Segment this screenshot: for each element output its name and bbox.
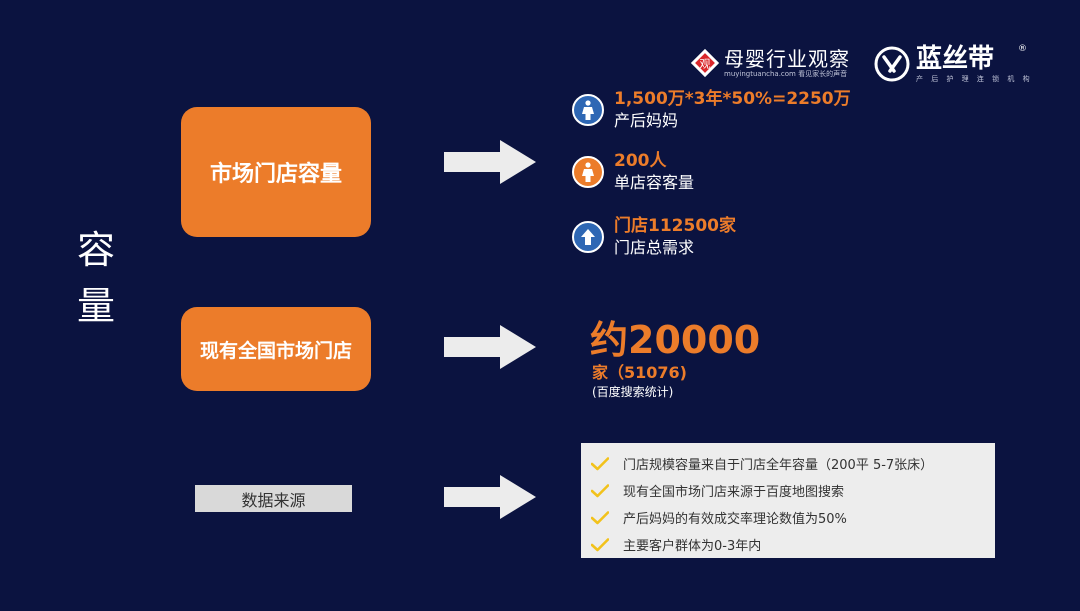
logo-lansidai-title: 蓝丝带 xyxy=(916,44,995,74)
woman-icon xyxy=(572,94,604,126)
logo-muying: 观 母婴行业观察 muyingtuancha.com 看见家长的声音 xyxy=(690,48,850,78)
stat-label: 门店总需求 xyxy=(614,238,695,257)
side-title: 容 量 xyxy=(68,222,124,334)
stat-value: 1,500万*3年*50%=2250万 xyxy=(614,89,851,109)
woman-icon xyxy=(572,156,604,188)
logo-muying-subtitle: muyingtuancha.com 看见家长的声音 xyxy=(724,70,848,78)
logo-lansidai: 蓝丝带 产 后 护 理 连 锁 机 构 ® xyxy=(874,44,1033,84)
data-source-notes-panel: 门店规模容量来自于门店全年容量（200平 5-7张床） 现有全国市场门店来源于百… xyxy=(581,443,995,558)
list-item: 现有全国市场门店来源于百度地图搜索 xyxy=(591,477,985,504)
existing-stores-box: 现有全国市场门店 xyxy=(181,307,371,391)
checkmark-icon xyxy=(591,510,609,524)
up-arrow-icon xyxy=(572,221,604,253)
right-arrow-icon xyxy=(444,475,536,519)
side-title-char-1: 容 xyxy=(76,228,115,272)
stat-store-capacity: 200人 单店容客量 xyxy=(572,150,694,194)
stat-label: 单店容客量 xyxy=(614,173,695,192)
logo-lansidai-subtitle: 产 后 护 理 连 锁 机 构 xyxy=(916,75,1033,83)
logo-muying-mark-icon: 观 xyxy=(690,48,720,78)
market-capacity-box: 市场门店容量 xyxy=(181,107,371,237)
registered-mark: ® xyxy=(1018,44,1027,54)
data-source-box: 数据来源 xyxy=(195,485,352,512)
stat-value: 门店112500家 xyxy=(614,216,736,236)
side-title-char-2: 量 xyxy=(76,284,115,328)
list-item: 门店规模容量来自于门店全年容量（200平 5-7张床） xyxy=(591,450,985,477)
existing-stores-count: 约20000 xyxy=(590,318,761,362)
stat-label: 产后妈妈 xyxy=(614,111,679,130)
right-arrow-icon xyxy=(444,325,536,369)
stat-total-store-demand: 门店112500家 门店总需求 xyxy=(572,215,736,259)
stat-value: 200人 xyxy=(614,151,667,171)
logo-muying-title: 母婴行业观察 xyxy=(724,47,850,71)
note-text: 现有全国市场门店来源于百度地图搜索 xyxy=(623,485,845,500)
checkmark-icon xyxy=(591,537,609,551)
checkmark-icon xyxy=(591,483,609,497)
existing-stores-detail: 家（51076) xyxy=(592,363,687,382)
right-arrow-icon xyxy=(444,140,536,184)
note-text: 主要客户群体为0-3年内 xyxy=(623,539,762,554)
list-item: 主要客户群体为0-3年内 xyxy=(591,531,985,558)
logo-muying-mark-text: 观 xyxy=(700,58,711,71)
checkmark-icon xyxy=(591,456,609,470)
note-text: 门店规模容量来自于门店全年容量（200平 5-7张床） xyxy=(623,458,934,473)
logo-lansidai-ribbon-icon xyxy=(874,46,910,82)
list-item: 产后妈妈的有效成交率理论数值为50% xyxy=(591,504,985,531)
existing-stores-source-note: (百度搜索统计) xyxy=(592,385,674,399)
stat-postpartum-mothers: 1,500万*3年*50%=2250万 产后妈妈 xyxy=(572,88,851,132)
note-text: 产后妈妈的有效成交率理论数值为50% xyxy=(623,512,847,527)
